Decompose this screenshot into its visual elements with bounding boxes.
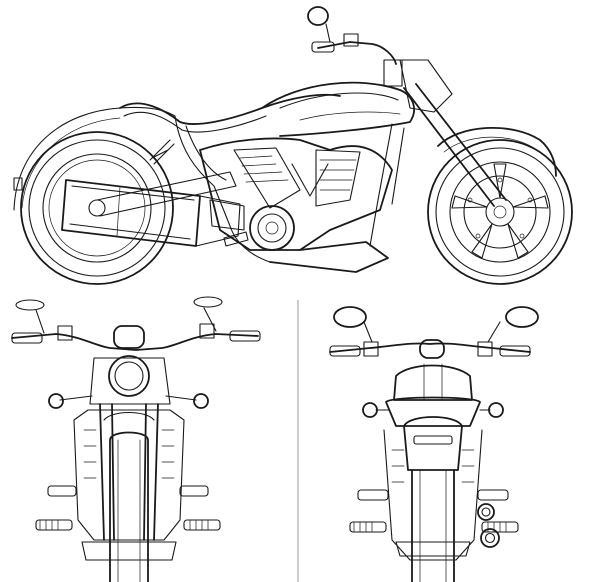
front-engine-outline (73, 409, 185, 541)
rear-footpeg-left-upper (357, 489, 389, 501)
rear-mirror-right (505, 306, 539, 328)
rear-view (329, 306, 539, 582)
side-frame (174, 115, 271, 263)
side-view (13, 6, 573, 285)
side-rear-shock (149, 139, 175, 165)
front-turn-signal-left (48, 393, 64, 409)
front-fork-left (99, 403, 115, 541)
side-seat (119, 93, 341, 125)
rear-fuel-tank (393, 364, 473, 401)
front-fender (103, 411, 155, 421)
front-headlight-housing (113, 325, 145, 349)
rear-grip-right (499, 345, 531, 357)
side-downtube (369, 123, 405, 247)
side-exhaust-muffler (61, 179, 241, 247)
rear-mirror-left (333, 306, 367, 328)
side-handlebar (317, 41, 397, 65)
front-headlight (108, 355, 150, 397)
front-footpeg-left-upper (47, 485, 77, 497)
side-headlight-nacelle (399, 59, 453, 113)
front-lower-guard (81, 541, 177, 561)
side-chin-spoiler (269, 241, 389, 273)
side-hand-grip (311, 41, 335, 53)
front-mirror-stem-right (203, 307, 217, 332)
side-front-wheel (427, 139, 573, 285)
side-engine (199, 137, 393, 251)
rear-turn-signal-right (488, 402, 504, 418)
front-mirror-stem-left (35, 309, 45, 334)
front-tire (109, 431, 149, 582)
rear-frame (383, 429, 483, 561)
rear-seat (385, 396, 481, 427)
rear-tire (411, 469, 455, 582)
side-fork-clamp (383, 59, 403, 87)
side-swingarm (96, 171, 237, 217)
side-mirror (307, 6, 329, 26)
side-mirror-stem (325, 23, 331, 43)
rear-mirror-stem-left (363, 321, 373, 343)
rear-exhaust-tip-upper (477, 503, 495, 521)
front-mirror-left (15, 299, 45, 311)
front-footpeg-left-lower (35, 519, 73, 531)
side-engine-cover (249, 205, 295, 251)
front-footpeg-right-upper (179, 485, 209, 497)
side-master-cylinder (343, 33, 359, 47)
front-fork-right (143, 403, 159, 541)
rear-footpeg-right-upper (477, 489, 509, 501)
front-grip-left (11, 332, 43, 344)
side-fuel-tank (261, 81, 415, 137)
rear-tail-light (413, 435, 453, 445)
side-tail-light (13, 177, 23, 191)
front-turn-signal-right (193, 393, 209, 409)
rear-master-cylinder-right (477, 341, 493, 357)
rear-turn-signal-left (362, 402, 378, 418)
side-front-fender (437, 126, 557, 177)
rear-lower-guard (395, 541, 471, 557)
front-grip-right (229, 330, 261, 342)
side-rear-wheel (20, 131, 174, 285)
front-view (11, 296, 261, 582)
rear-gauge (419, 339, 445, 359)
front-handlebar (11, 333, 259, 351)
rear-exhaust-tip-lower (480, 528, 500, 548)
side-footpeg (223, 231, 249, 247)
side-brake-disc (463, 175, 537, 249)
front-master-cylinder-left (57, 325, 73, 341)
front-mirror-right (193, 296, 223, 308)
rear-fender (403, 416, 463, 471)
rear-grip-left (329, 345, 361, 357)
rear-mirror-stem-right (487, 321, 501, 343)
rear-footpeg-left-lower (349, 521, 387, 533)
front-master-cylinder-right (199, 323, 215, 339)
side-rear-fender (13, 106, 176, 211)
rear-master-cylinder-left (363, 341, 379, 357)
